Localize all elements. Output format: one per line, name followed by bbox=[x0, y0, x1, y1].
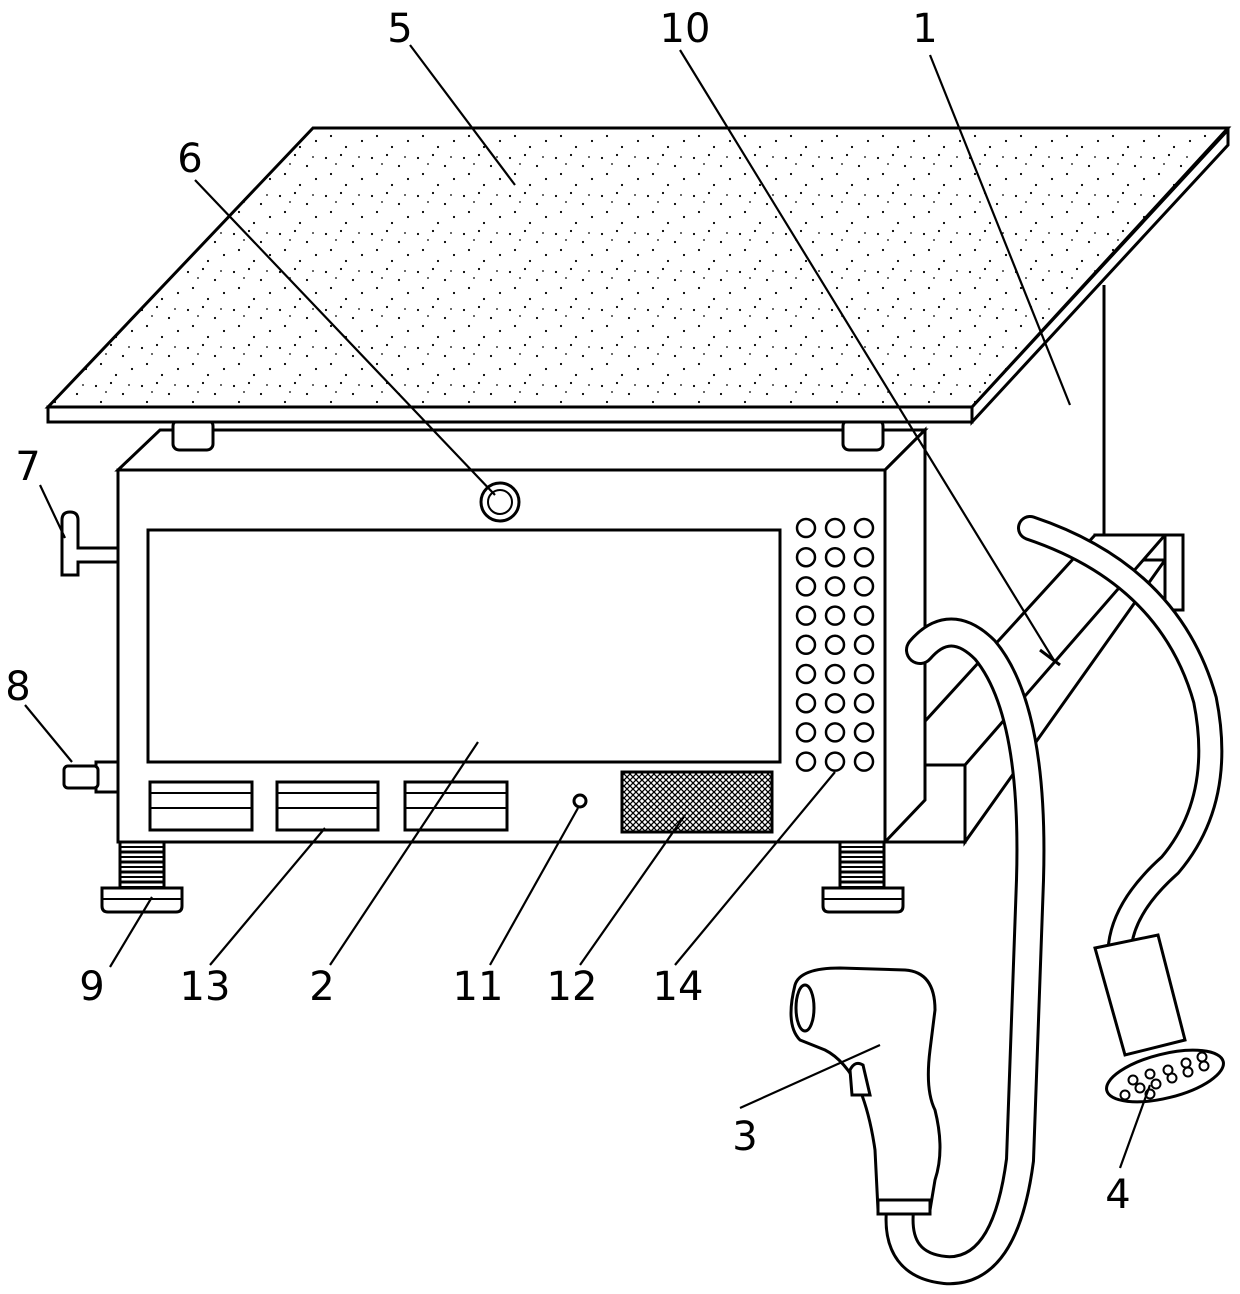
label-6: 6 bbox=[177, 136, 202, 182]
shower-hole bbox=[1164, 1066, 1173, 1075]
inlet-pipe bbox=[64, 762, 118, 792]
label-5: 5 bbox=[387, 6, 412, 52]
display-screen bbox=[148, 530, 780, 762]
keypad-key bbox=[855, 519, 873, 537]
keypad-key bbox=[797, 694, 815, 712]
label-8: 8 bbox=[5, 664, 30, 710]
keypad-key bbox=[826, 607, 844, 625]
handle bbox=[62, 512, 118, 575]
control-buttons bbox=[150, 782, 507, 830]
shower-hole bbox=[1182, 1059, 1191, 1068]
label-11: 11 bbox=[453, 964, 504, 1010]
adjustable-feet bbox=[102, 842, 903, 912]
keypad-key bbox=[826, 753, 844, 771]
label-2: 2 bbox=[309, 964, 334, 1010]
keypad-key bbox=[797, 723, 815, 741]
label-14: 14 bbox=[653, 964, 704, 1010]
keypad-key bbox=[855, 607, 873, 625]
keypad-key bbox=[797, 636, 815, 654]
keypad bbox=[797, 519, 873, 771]
keypad-key bbox=[826, 723, 844, 741]
keypad-key bbox=[826, 694, 844, 712]
indicator-light bbox=[574, 795, 586, 807]
keypad-key bbox=[797, 607, 815, 625]
keypad-key bbox=[826, 548, 844, 566]
label-1: 1 bbox=[912, 6, 937, 52]
keypad-key bbox=[855, 636, 873, 654]
shower-hole bbox=[1198, 1053, 1207, 1062]
keypad-key bbox=[855, 665, 873, 683]
keypad-key bbox=[855, 694, 873, 712]
shower-hole bbox=[1152, 1080, 1161, 1089]
solar-panel bbox=[48, 128, 1228, 422]
label-12: 12 bbox=[547, 964, 598, 1010]
shower-hole bbox=[1146, 1070, 1155, 1079]
label-4: 4 bbox=[1105, 1172, 1130, 1218]
keypad-key bbox=[826, 665, 844, 683]
keypad-key bbox=[797, 665, 815, 683]
camera bbox=[481, 483, 519, 521]
speaker-grille bbox=[622, 772, 772, 832]
shower-head bbox=[1095, 935, 1229, 1112]
label-3: 3 bbox=[732, 1114, 757, 1160]
label-10: 10 bbox=[660, 6, 711, 52]
shower-hole bbox=[1129, 1076, 1138, 1085]
label-13: 13 bbox=[180, 964, 231, 1010]
keypad-key bbox=[797, 548, 815, 566]
shower-hole bbox=[1184, 1068, 1193, 1077]
keypad-key bbox=[826, 577, 844, 595]
keypad-key bbox=[797, 519, 815, 537]
keypad-key bbox=[855, 753, 873, 771]
keypad-key bbox=[797, 577, 815, 595]
shower-hole bbox=[1121, 1091, 1130, 1100]
keypad-key bbox=[797, 753, 815, 771]
spray-gun bbox=[791, 968, 940, 1214]
keypad-key bbox=[855, 548, 873, 566]
label-7: 7 bbox=[15, 444, 40, 490]
shower-hole bbox=[1200, 1062, 1209, 1071]
shower-hole bbox=[1136, 1084, 1145, 1093]
keypad-key bbox=[826, 636, 844, 654]
keypad-key bbox=[826, 519, 844, 537]
label-9: 9 bbox=[79, 964, 104, 1010]
keypad-key bbox=[855, 577, 873, 595]
keypad-key bbox=[855, 723, 873, 741]
